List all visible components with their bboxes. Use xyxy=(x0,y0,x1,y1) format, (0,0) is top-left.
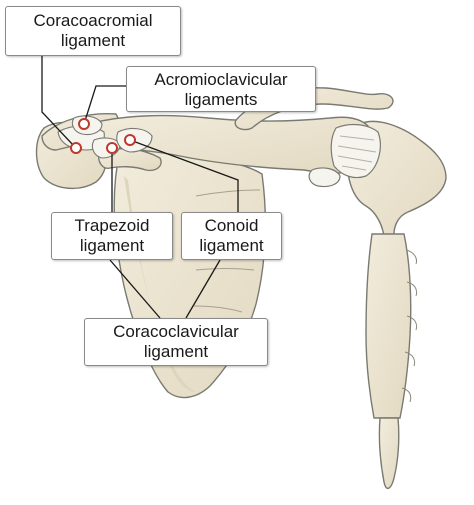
label-trapezoid-line1: Trapezoid xyxy=(74,216,150,235)
marker-trapezoid xyxy=(106,142,118,154)
leader-acromioclavicular xyxy=(83,85,126,125)
label-coracoclavicular-ligament: Coracoclavicular ligament xyxy=(84,318,268,366)
ligament-markers xyxy=(70,118,136,154)
label-coracoacromial-line2: ligament xyxy=(60,31,126,50)
label-coracoclavicular-line2: ligament xyxy=(143,342,209,361)
xiphoid-process xyxy=(378,417,400,489)
leader-coracoclavicular-left xyxy=(109,259,161,319)
leader-coracoacromial xyxy=(41,56,75,147)
label-acromioclavicular-line1: Acromioclavicular xyxy=(154,70,288,89)
marker-coracoacromial xyxy=(70,142,82,154)
label-coracoclavicular-line1: Coracoclavicular xyxy=(113,322,239,341)
label-trapezoid-ligament: Trapezoid ligament xyxy=(51,212,173,260)
label-acromioclavicular-line2: ligaments xyxy=(184,90,258,109)
label-coracoacromial-ligament: Coracoacromial ligament xyxy=(5,6,181,56)
label-trapezoid-line2: ligament xyxy=(79,236,145,255)
marker-acromioclavicular xyxy=(78,118,90,130)
leader-coracoclavicular-right xyxy=(185,259,221,319)
marker-conoid xyxy=(124,134,136,146)
label-conoid-line2: ligament xyxy=(199,236,264,255)
label-coracoacromial-line1: Coracoacromial xyxy=(33,11,153,30)
leader-lines xyxy=(41,56,239,319)
label-conoid-line1: Conoid xyxy=(204,216,259,235)
costal-notches xyxy=(401,249,418,403)
label-acromioclavicular-ligaments: Acromioclavicular ligaments xyxy=(126,66,316,112)
sternoclavicular-ligament-striations xyxy=(337,135,377,171)
sternoclavicular-ligament xyxy=(330,123,381,179)
costoclavicular-ligament xyxy=(308,167,341,188)
label-conoid-ligament: Conoid ligament xyxy=(181,212,282,260)
leader-conoid xyxy=(129,139,239,212)
sternal-body xyxy=(365,233,412,419)
